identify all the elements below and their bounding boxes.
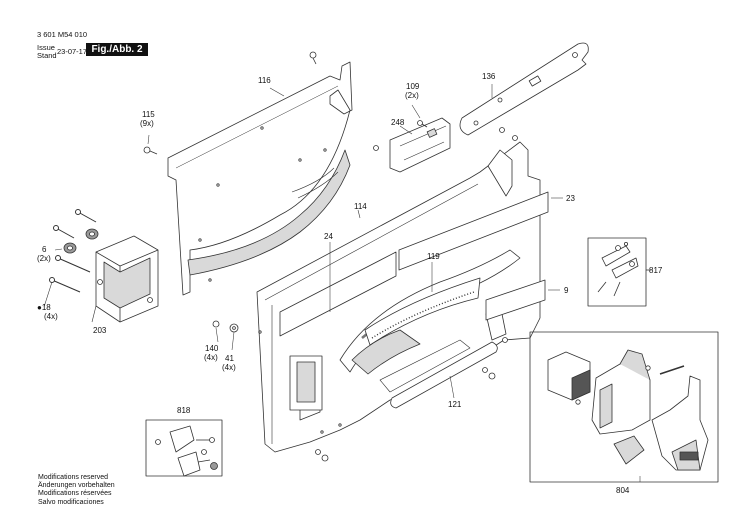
- label-18-quantity: (4x): [44, 312, 58, 321]
- part-115-screw: [143, 146, 158, 155]
- part-804-handle-kit: [547, 349, 709, 471]
- label-817: 817: [649, 266, 663, 275]
- part-136-bar: [459, 42, 589, 136]
- label-121: 121: [448, 400, 462, 409]
- leader-lines: [43, 84, 641, 482]
- issue-date: 23-07-17: [57, 47, 88, 56]
- label-804: 804: [616, 486, 630, 495]
- label-115-quantity: (9x): [140, 119, 154, 128]
- label-136: 136: [482, 72, 496, 81]
- label-9: 9: [564, 286, 569, 295]
- label-818: 818: [177, 406, 191, 415]
- part-18-bolts: [49, 209, 97, 293]
- part-119-scale: [364, 277, 481, 346]
- document-number: 3 601 M54 010: [37, 30, 88, 39]
- label-109: 109: [406, 82, 420, 91]
- part-121-strip: [390, 341, 498, 409]
- stand-label: Stand: [37, 51, 57, 60]
- label-24: 24: [324, 232, 333, 241]
- label-203: 203: [93, 326, 107, 335]
- part-screw-top: [309, 51, 317, 65]
- part-203-mount-block: [95, 235, 159, 323]
- label-140: 140: [205, 344, 219, 353]
- part-24-strip: [279, 251, 397, 337]
- part-9-strip: [485, 279, 546, 321]
- modifications-note: Modifications reserved Änderungen vorbeh…: [38, 474, 115, 507]
- label-6: 6: [42, 245, 47, 254]
- part-6-nuts: [63, 228, 99, 254]
- part-818-clamp-kit: [155, 425, 218, 477]
- modifications-line-fr: Modifications réservées: [38, 490, 112, 498]
- label-140-quantity: (4x): [204, 353, 218, 362]
- label-114: 114: [354, 202, 367, 211]
- label-119: 119: [427, 252, 440, 261]
- part-116-guard-plate: [167, 61, 353, 296]
- modifications-line-de: Änderungen vorbehalten: [38, 482, 115, 490]
- label-23: 23: [566, 194, 575, 203]
- part-23-strip: [398, 191, 549, 271]
- label-18: ●18: [37, 303, 51, 312]
- label-116: 116: [258, 76, 271, 85]
- label-248: 248: [391, 118, 405, 127]
- modifications-line-en: Modifications reserved: [38, 474, 109, 481]
- label-41-quantity: (4x): [222, 363, 236, 372]
- modifications-line-es: Salvo modificaciones: [38, 498, 104, 506]
- label-41: 41: [225, 354, 234, 363]
- part-248-bracket: [373, 117, 451, 173]
- part-140-41-screws: [212, 320, 508, 462]
- figure-label: Fig./Abb. 2: [86, 43, 148, 56]
- callout-box-804: [529, 331, 719, 483]
- label-115: 115: [142, 110, 155, 119]
- callout-box-817: [587, 237, 647, 307]
- issue-label: Issue: [37, 43, 55, 52]
- part-817-clamp-kit: [597, 241, 639, 297]
- label-6-quantity: (2x): [37, 254, 51, 263]
- part-109-screws: [417, 120, 518, 141]
- label-109-quantity: (2x): [405, 91, 419, 100]
